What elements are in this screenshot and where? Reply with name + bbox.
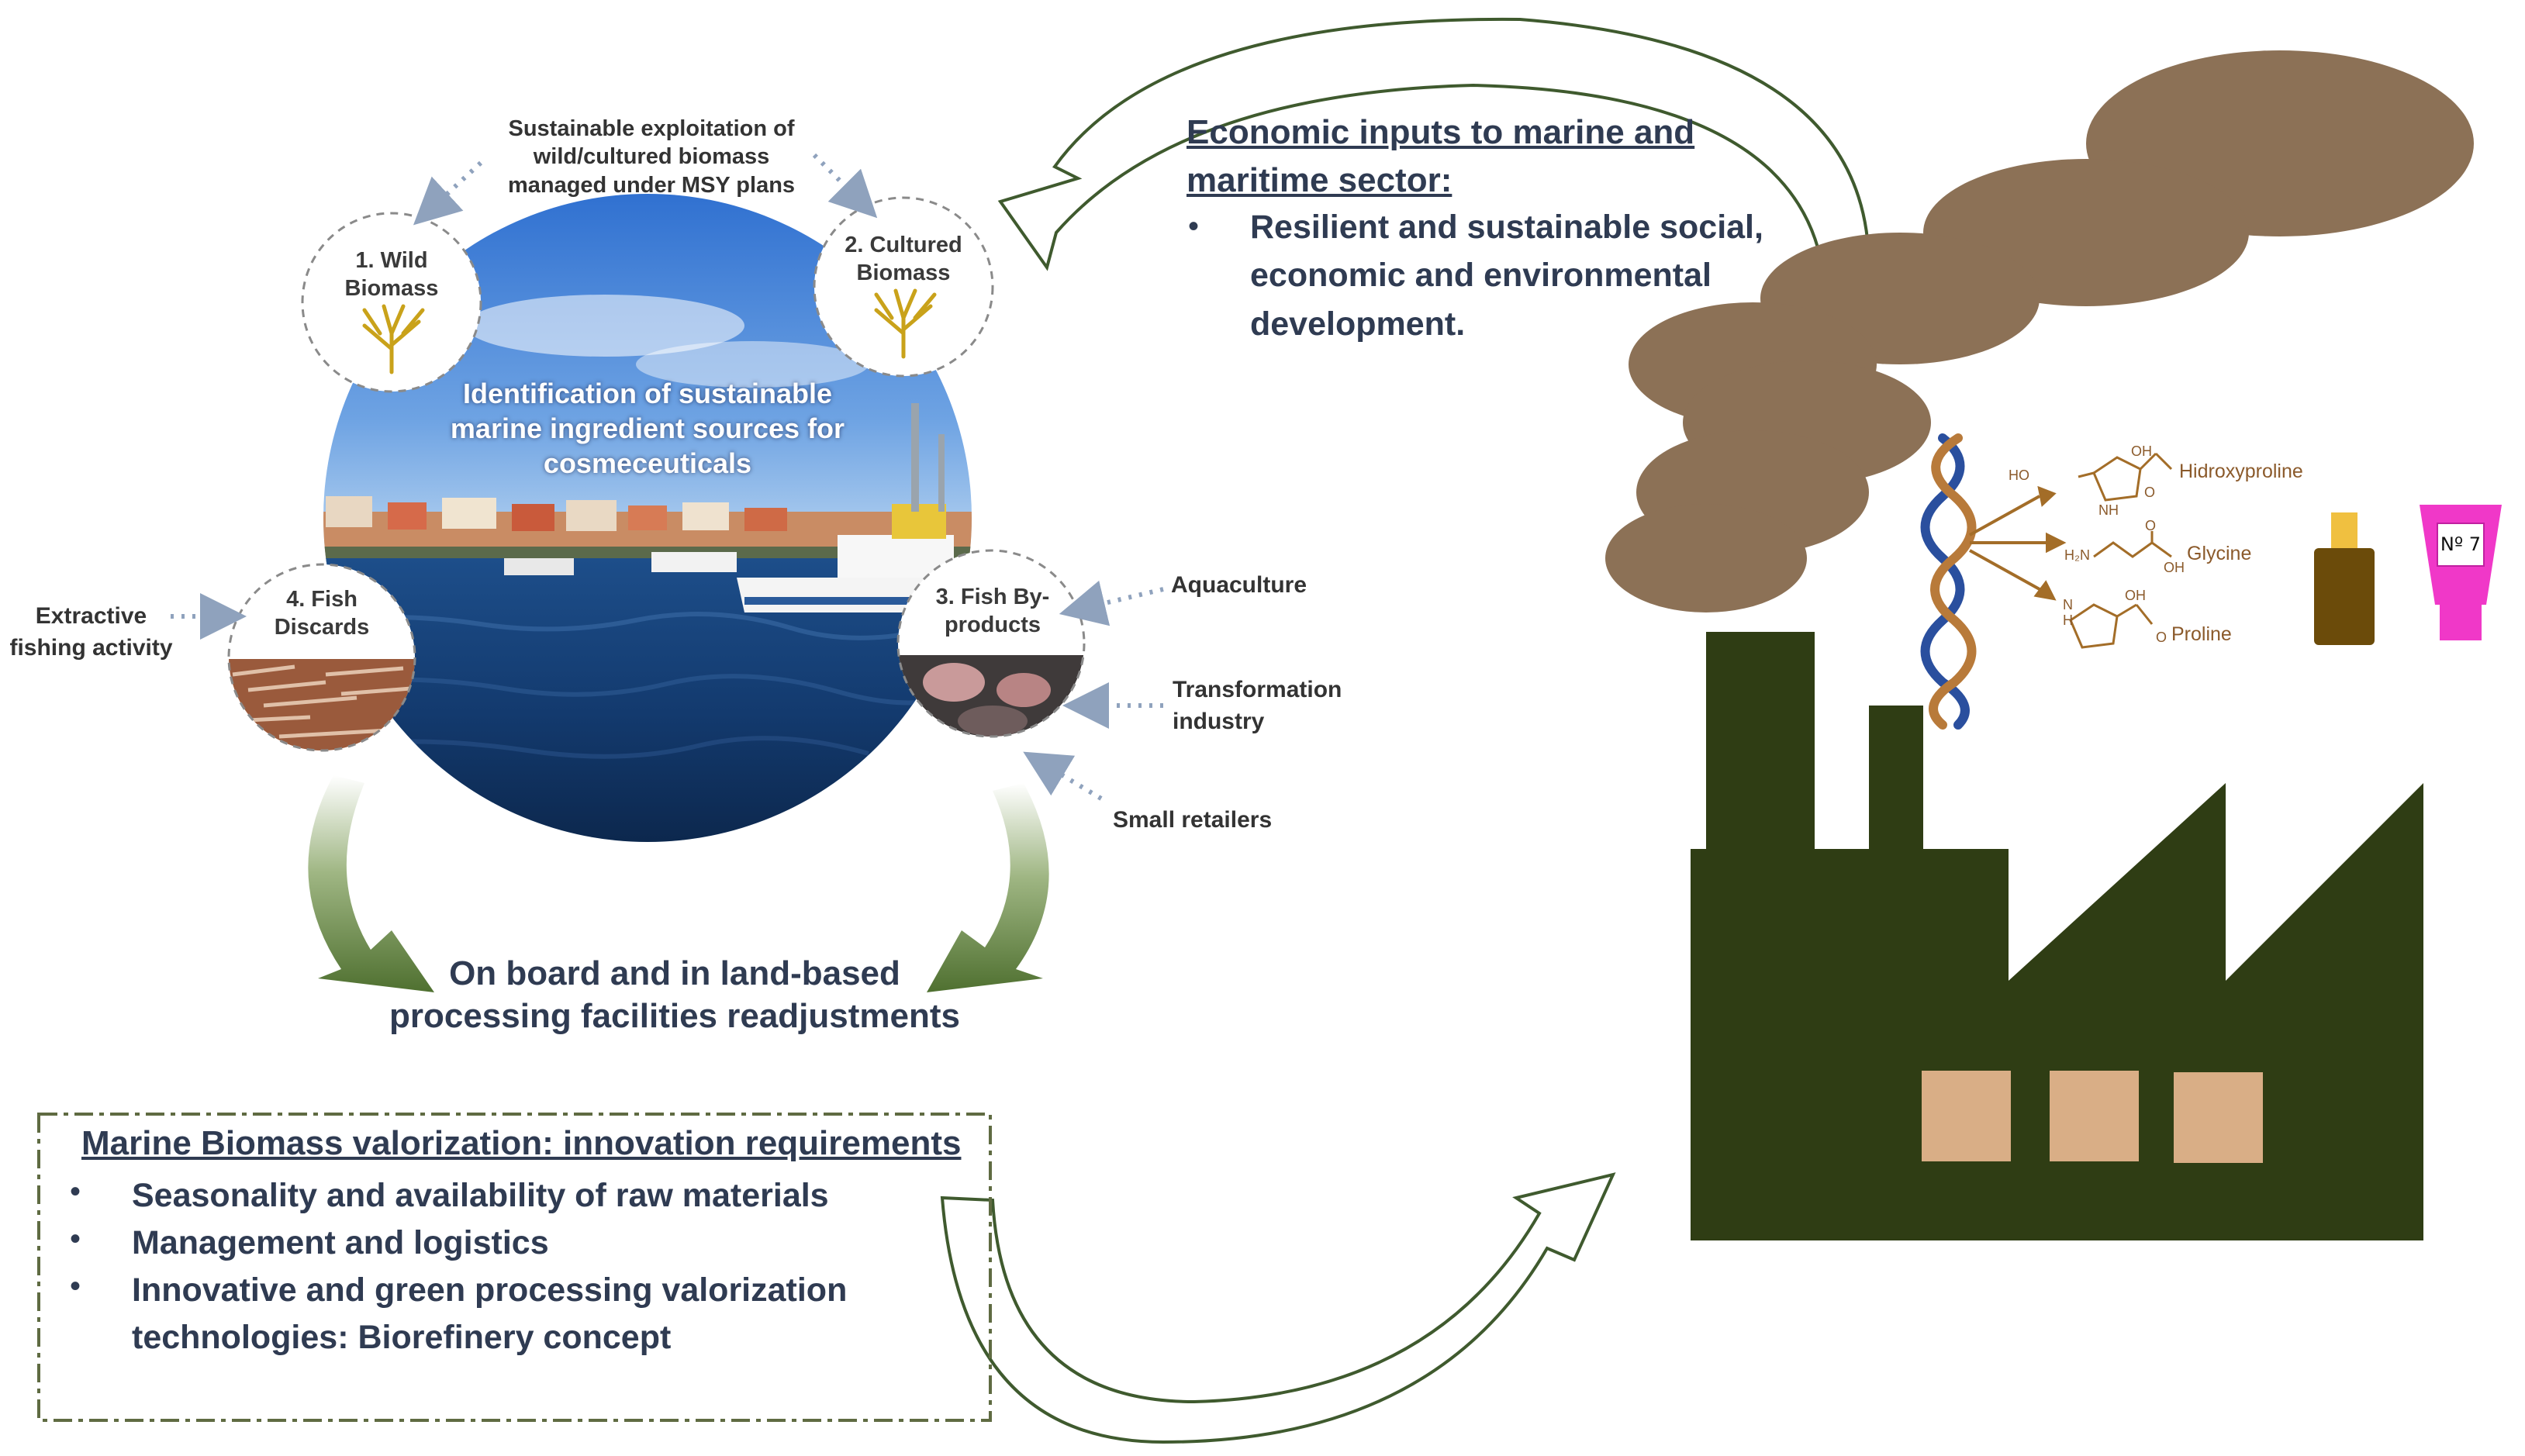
bottom-cycle-arrow (940, 1172, 1616, 1444)
proline-n: N (2063, 597, 2073, 612)
wild-biomass-node-graphic (301, 212, 482, 393)
arrow-from-retailers (1023, 751, 1103, 801)
cultured-biomass-node-graphic (813, 196, 994, 378)
hydroxyproline-label: Hidroxyproline (2179, 461, 2303, 482)
valorization-item-2: Management and logistics (132, 1224, 549, 1261)
collagen-helix-icon (1920, 433, 1977, 730)
economic-bullet: • (1188, 209, 1200, 243)
aquaculture-label: Aquaculture (1171, 572, 1307, 598)
seaweed-icon (362, 304, 425, 374)
process-readjustments-text: On board and in land-based processing fa… (389, 954, 961, 1035)
economic-title: Economic inputs to marine and maritime s… (1187, 113, 1695, 199)
hydroxyproline-oh: OH (2131, 443, 2152, 459)
fish-byproducts-node-graphic (896, 549, 1086, 738)
economic-item: Resilient and sustainable social, econom… (1250, 209, 1763, 343)
valorization-bullet-2: • (70, 1222, 81, 1256)
valorization-box (37, 1113, 992, 1422)
arrow-from-aquaculture (1059, 580, 1164, 626)
valorization-title: Marine Biomass valorization: innovation … (81, 1124, 962, 1162)
valorization-bullet-1: • (70, 1175, 81, 1209)
valorization-item-3: Innovative and green processing valoriza… (132, 1271, 848, 1357)
center-title: Identification of sustainable marine ing… (450, 378, 845, 479)
left-green-arrow (308, 775, 434, 992)
factory-windows (1922, 1071, 2263, 1163)
tube-label: Nº 7 (2440, 533, 2482, 555)
proline-label: Proline (2171, 623, 2232, 645)
dotted-arrows (171, 153, 1164, 801)
hydroxyproline-o: O (2144, 485, 2156, 500)
proline-oh: OH (2125, 588, 2146, 603)
molecule-arrows (1969, 485, 2067, 601)
glycine-label: Glycine (2187, 543, 2252, 564)
seaweed-icon (874, 288, 937, 359)
cream-tube-icon (2420, 505, 2502, 640)
proline-molecule (2069, 603, 2154, 649)
fish-discards-label: 4. Fish Discards (274, 587, 370, 640)
valorization-item-1: Seasonality and availability of raw mate… (132, 1177, 829, 1214)
arrow-to-cultured (812, 153, 878, 219)
wild-biomass-label: 1. Wild Biomass (344, 248, 439, 302)
valorization-bullet-3: • (70, 1269, 81, 1303)
hydroxyproline-ho: HO (2009, 468, 2029, 483)
arrow-to-wild (413, 160, 483, 226)
glycine-oh: OH (2164, 560, 2185, 575)
top-cycle-arrow (997, 17, 1871, 271)
glycine-h2n: H₂N (2064, 547, 2090, 563)
retailers-label: Small retailers (1113, 807, 1273, 833)
glycine-molecule (2093, 531, 2172, 558)
cultured-biomass-label: 2. Cultured Biomass (845, 233, 962, 286)
proline-o: O (2156, 630, 2167, 645)
fish-byproducts-label: 3. Fish By-products (935, 585, 1050, 638)
hydroxyproline-molecule (2078, 452, 2173, 502)
top-note: Sustainable exploitation of wild/culture… (507, 116, 796, 198)
transformation-label: Transformation industry (1173, 677, 1342, 734)
right-green-arrow (927, 783, 1049, 992)
proline-h: H (2063, 612, 2073, 628)
extractive-label: Extractive fishing activity (9, 603, 173, 661)
glycine-o: O (2145, 518, 2157, 533)
hydroxyproline-nh: NH (2098, 502, 2119, 518)
smoke-cloud (1605, 50, 2474, 612)
serum-bottle-icon (2314, 512, 2375, 645)
